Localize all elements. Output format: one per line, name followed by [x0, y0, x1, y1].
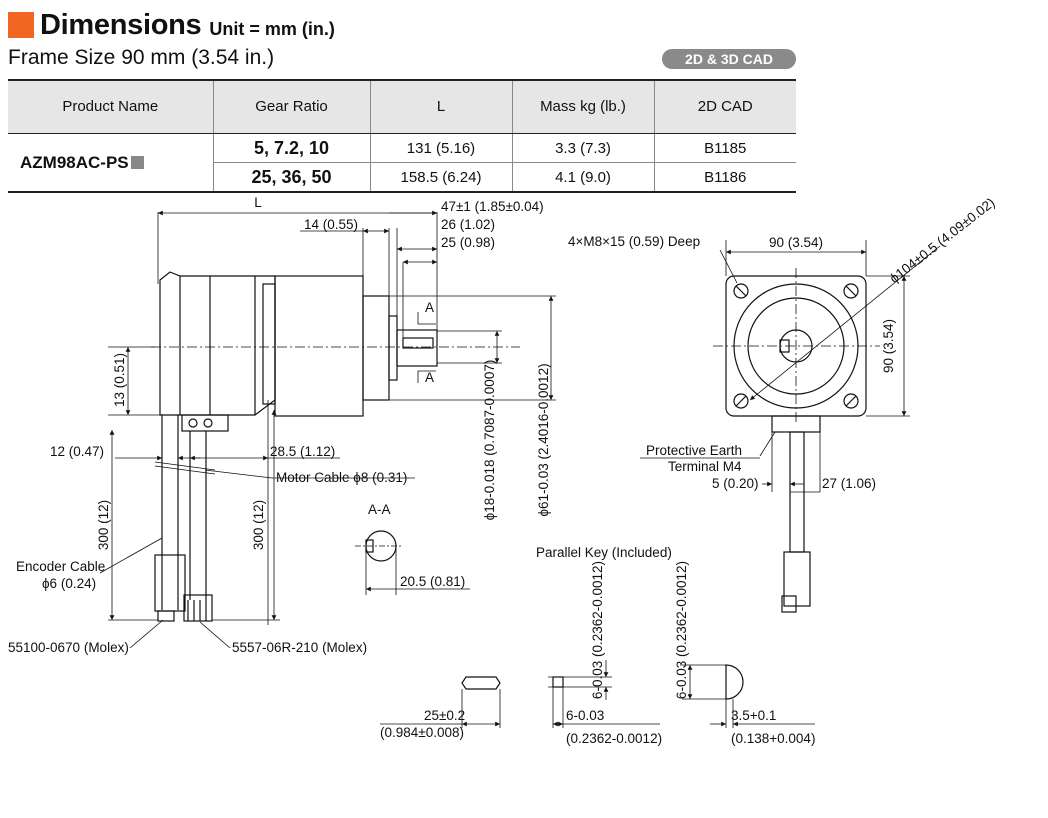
key-end-height: 6-0.03 (0.2362-0.0012)	[674, 561, 689, 699]
key-height: 6-0.03 (0.2362-0.0012)	[590, 561, 605, 699]
col-product-name: Product Name	[8, 79, 213, 134]
dim-28-5: 28.5 (1.12)	[270, 444, 335, 459]
dim-5: 5 (0.20)	[712, 476, 759, 491]
shaft-diameter: ϕ18-0.018 (0.7087-0.0007)	[482, 360, 497, 521]
mass-cell: 3.3 (7.3)	[511, 133, 654, 163]
parallel-key-title: Parallel Key (Included)	[536, 545, 672, 560]
length-cell: 131 (5.16)	[369, 133, 512, 163]
front-view-dimensions	[640, 240, 941, 493]
dim-300-motor: 300 (12)	[251, 500, 266, 550]
col-gear-ratio: Gear Ratio	[212, 79, 370, 134]
col-mass: Mass kg (lb.)	[511, 79, 654, 134]
side-view-dimensions	[99, 210, 556, 649]
section-marker-icon	[8, 12, 34, 38]
section-header: Dimensions Unit = mm (in.)	[8, 6, 335, 40]
section-mark-a-top: A	[425, 300, 434, 315]
key-radius: 3.5+0.1	[731, 708, 776, 723]
dim-25: 25 (0.98)	[441, 235, 495, 250]
unit-note: Unit = mm (in.)	[209, 19, 335, 39]
section-a-a	[355, 530, 470, 595]
mass-cell: 4.1 (9.0)	[511, 162, 654, 193]
frame-size-title: Frame Size 90 mm (3.54 in.)	[8, 46, 275, 69]
page-title: Dimensions	[40, 9, 202, 41]
product-name: AZM98AC-PS	[20, 152, 129, 172]
length-cell: 158.5 (6.24)	[369, 162, 512, 193]
terminal-label: Terminal M4	[668, 459, 742, 474]
motor-connector-label: 5557-06R-210 (Molex)	[232, 640, 367, 655]
parallel-key-drawing	[380, 660, 815, 728]
dim-13: 13 (0.51)	[112, 353, 127, 407]
key-width: 6-0.03	[566, 708, 604, 723]
variant-placeholder-icon	[130, 155, 144, 169]
key-radius-inch: (0.138+0.004)	[731, 731, 815, 746]
col-length: L	[369, 79, 512, 134]
key-length: 25±0.2	[424, 708, 465, 723]
motor-front-view	[713, 268, 880, 613]
protective-earth-label: Protective Earth	[646, 443, 742, 458]
encoder-cable-diameter: ϕ6 (0.24)	[42, 576, 96, 591]
gear-ratio-cell: 25, 36, 50	[212, 162, 370, 193]
cad-link[interactable]: B1186	[653, 162, 796, 193]
section-mark-a-bottom: A	[425, 370, 434, 385]
dim-90-height: 90 (3.54)	[881, 319, 896, 373]
cad-download-button[interactable]: 2D & 3D CAD	[662, 49, 796, 69]
mounting-holes-label: 4×M8×15 (0.59) Deep	[568, 234, 700, 249]
product-name-cell: AZM98AC-PS	[8, 133, 213, 193]
dim-12: 12 (0.47)	[50, 444, 104, 459]
table-row: AZM98AC-PS 5, 7.2, 10 131 (5.16) 3.3 (7.…	[8, 133, 796, 193]
dim-90-width: 90 (3.54)	[769, 235, 823, 250]
pilot-diameter: ϕ61-0.03 (2.4016-0.0012)	[536, 363, 551, 516]
dim-20-5: 20.5 (0.81)	[400, 574, 465, 589]
cad-link[interactable]: B1185	[653, 133, 796, 163]
spec-table: Product Name Gear Ratio L Mass kg (lb.) …	[8, 79, 796, 193]
drawing-labels: L 47±1 (1.85±0.04) 14 (0.55) 26 (1.02) 2…	[8, 195, 998, 746]
encoder-cable-label: Encoder Cable	[16, 559, 105, 574]
col-mass-label: Mass kg (lb.)	[540, 98, 626, 115]
dim-l: L	[254, 195, 262, 210]
bolt-circle-diameter: ϕ104±0.5 (4.09±0.02)	[887, 195, 998, 286]
encoder-connector-label: 55100-0670 (Molex)	[8, 640, 129, 655]
motor-side-view	[151, 271, 520, 622]
table-row: 25, 36, 50 158.5 (6.24) 4.1 (9.0) B1186	[8, 162, 796, 193]
col-2d-cad: 2D CAD	[653, 79, 796, 134]
gear-ratio-cell: 5, 7.2, 10	[212, 133, 370, 163]
dim-14: 14 (0.55)	[304, 217, 358, 232]
section-a-a-label: A-A	[368, 502, 391, 517]
dim-47: 47±1 (1.85±0.04)	[441, 199, 544, 214]
table-header-row: Product Name Gear Ratio L Mass kg (lb.) …	[8, 79, 796, 134]
key-length-inch: (0.984±0.008)	[380, 725, 464, 740]
dim-26: 26 (1.02)	[441, 217, 495, 232]
motor-cable-label: Motor Cable ϕ8 (0.31)	[276, 470, 407, 485]
dim-300-encoder: 300 (12)	[96, 500, 111, 550]
key-width-inch: (0.2362-0.0012)	[566, 731, 662, 746]
dim-27: 27 (1.06)	[822, 476, 876, 491]
